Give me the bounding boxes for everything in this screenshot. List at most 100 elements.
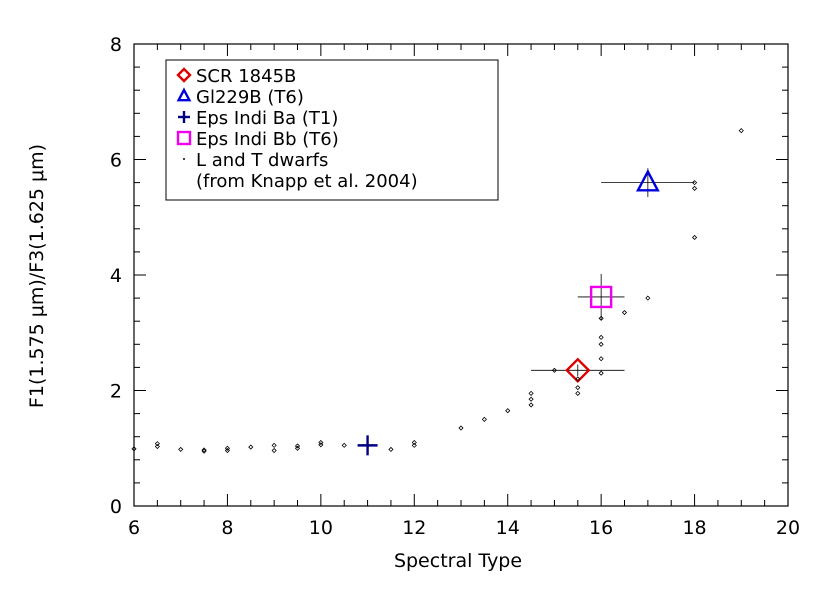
- dwarf-point: [645, 295, 651, 301]
- dwarf-point: [318, 442, 324, 448]
- dot-marker: [692, 180, 698, 186]
- dot-marker: [458, 425, 464, 431]
- dwarf-point: [528, 390, 534, 396]
- y-tick-label: 8: [110, 34, 122, 56]
- legend-box: [165, 59, 499, 201]
- dot-marker: [318, 442, 324, 448]
- square-point: [589, 285, 613, 309]
- dwarf-point: [598, 356, 604, 362]
- dot-marker: [598, 341, 604, 347]
- triangle-marker: [176, 87, 192, 102]
- dot-marker: [154, 443, 160, 450]
- y-tick-label: 0: [110, 496, 122, 518]
- dwarf-point: [598, 334, 604, 340]
- dot-marker: [575, 376, 581, 382]
- dot-marker: [738, 128, 744, 134]
- dwarf-point: [271, 442, 277, 448]
- y-axis-label: F1(1.575 μm)/F3(1.625 μm): [26, 144, 48, 408]
- x-tick-label: 16: [589, 517, 613, 539]
- dot-marker: [692, 234, 698, 241]
- dot-marker: [598, 356, 604, 362]
- dwarf-point: [575, 390, 581, 396]
- legend-marker: [176, 67, 192, 83]
- dot-marker: [598, 315, 604, 321]
- legend-label: Eps Indi Ba (T1): [196, 108, 338, 129]
- legend-marker: [178, 111, 190, 123]
- dot-marker: [598, 334, 604, 340]
- dot-marker: [224, 445, 230, 451]
- dwarf-point: [131, 446, 137, 452]
- dwarf-point: [224, 447, 230, 454]
- dot-marker: [528, 402, 534, 408]
- dot-marker: [528, 390, 534, 396]
- y-tick-label: 2: [110, 381, 122, 403]
- x-tick-label: 6: [128, 517, 140, 539]
- dwarf-point: [551, 367, 557, 373]
- dot-marker: [201, 447, 207, 453]
- x-tick-label: 12: [402, 517, 426, 539]
- dot-marker: [131, 446, 137, 452]
- dot-marker: [645, 295, 651, 301]
- x-tick-label: 18: [682, 517, 706, 539]
- dot-marker: [528, 396, 534, 402]
- dwarf-point: [598, 341, 604, 347]
- dot-marker: [271, 442, 277, 448]
- legend-marker: [176, 130, 192, 146]
- x-tick-label: 10: [309, 517, 333, 539]
- dot-marker: [248, 444, 254, 450]
- dot-marker: [154, 441, 160, 447]
- dwarf-point: [692, 185, 698, 191]
- dwarf-point: [692, 234, 698, 241]
- dot-marker: [341, 442, 347, 448]
- legend-dot-marker: [183, 158, 185, 160]
- dot-marker: [318, 439, 324, 446]
- y-tick-label: 4: [110, 265, 122, 287]
- x-tick-label: 20: [776, 517, 800, 539]
- legend-label: Eps Indi Bb (T6): [196, 129, 339, 150]
- dwarf-point: [318, 439, 324, 446]
- y-tick-label: 6: [110, 150, 122, 172]
- dwarf-point: [271, 447, 277, 454]
- dwarf-point: [294, 445, 301, 451]
- legend-label: (from Knapp et al. 2004): [196, 171, 418, 192]
- dwarf-point: [621, 309, 628, 316]
- legend-label: Gl229B (T6): [196, 87, 304, 108]
- legend-label: L and T dwarfs: [196, 150, 328, 171]
- dot-marker: [224, 447, 230, 454]
- dwarf-point: [154, 443, 160, 450]
- dot-marker: [621, 309, 628, 316]
- dot-marker: [481, 416, 487, 422]
- dwarf-point: [528, 396, 534, 402]
- dwarf-point: [505, 408, 511, 414]
- dwarf-point: [154, 441, 160, 447]
- dwarf-point: [575, 385, 581, 391]
- legend-marker: [176, 87, 192, 102]
- triangle-point: [635, 169, 660, 192]
- dot-marker: [598, 370, 604, 376]
- legend-label: SCR 1845B: [196, 66, 296, 87]
- dot-marker: [271, 447, 277, 454]
- square-marker: [176, 130, 192, 146]
- dwarf-point: [178, 446, 184, 452]
- dwarf-point: [248, 444, 254, 450]
- diamond-marker: [176, 67, 192, 83]
- dwarf-point: [575, 376, 581, 382]
- plus-point: [357, 435, 378, 456]
- dwarf-point: [481, 416, 487, 422]
- dwarf-point: [201, 447, 207, 453]
- dwarf-point: [692, 180, 698, 186]
- dwarf-point: [224, 445, 230, 451]
- dot-marker: [294, 445, 301, 451]
- dwarf-point: [458, 425, 464, 431]
- x-tick-label: 14: [496, 517, 520, 539]
- dwarf-point: [411, 442, 417, 448]
- square-marker: [589, 285, 613, 309]
- dot-marker: [411, 439, 417, 446]
- dwarf-point: [598, 370, 604, 376]
- triangle-marker: [635, 169, 660, 192]
- dot-marker: [575, 385, 581, 391]
- dot-marker: [388, 446, 394, 452]
- dot-marker: [551, 367, 557, 373]
